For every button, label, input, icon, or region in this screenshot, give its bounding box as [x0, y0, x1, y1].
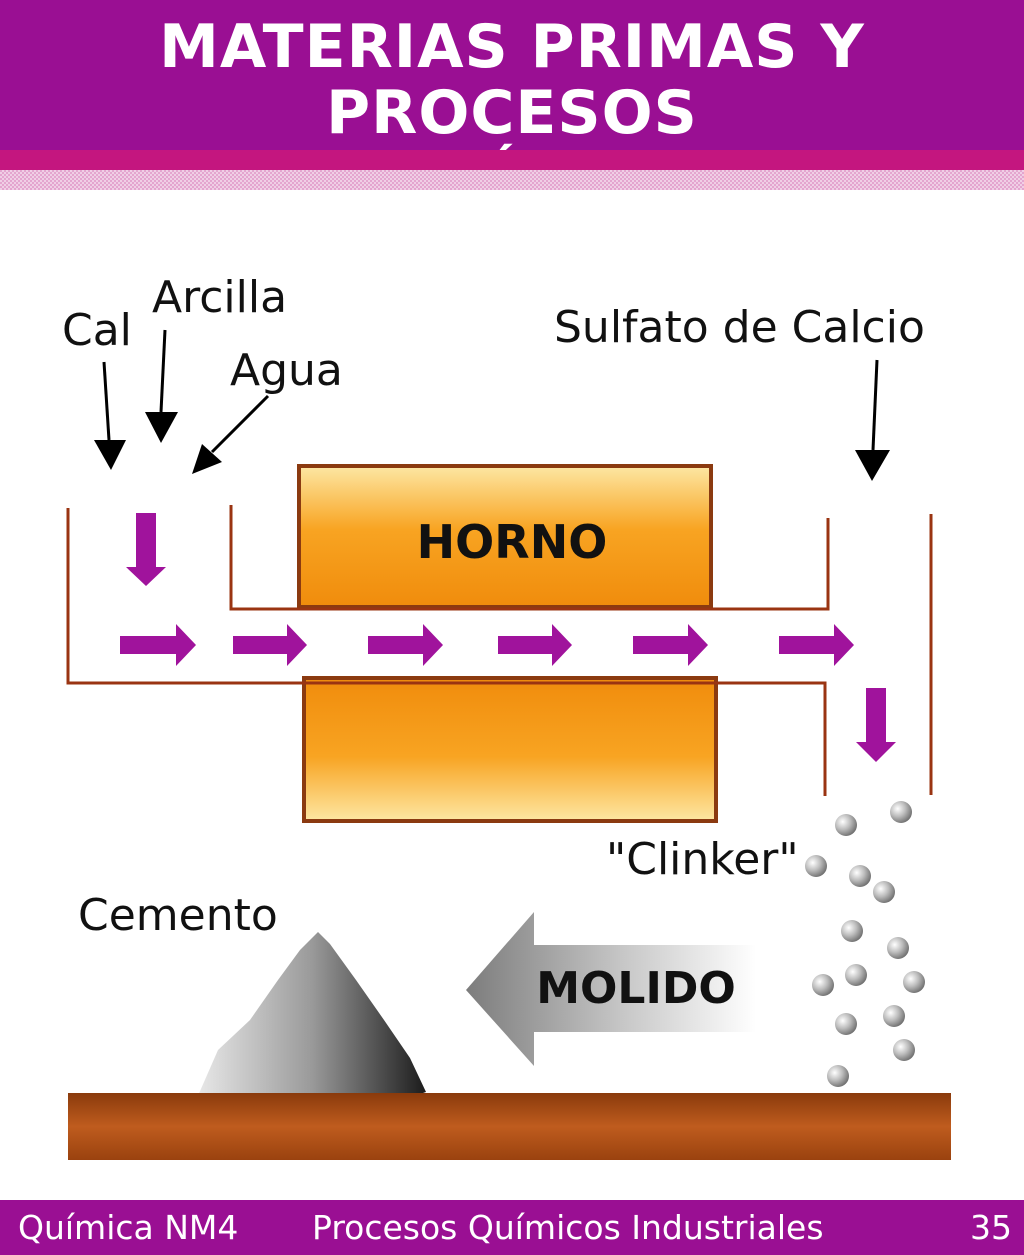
sulfato-arrow-shaft	[871, 359, 879, 451]
label-cal: Cal	[62, 305, 132, 356]
slide-header: MATERIAS PRIMAS Y PROCESOS DE OBTENCIÓN:…	[0, 0, 1024, 212]
footer-page-number: 35	[970, 1208, 1012, 1247]
arcilla-arrow-shaft	[159, 329, 167, 413]
agua-arrow-shaft	[210, 394, 270, 454]
clinker-ball	[827, 1065, 849, 1087]
cal-arrow-head-icon	[94, 440, 126, 470]
molido-label: MOLIDO	[536, 963, 736, 1014]
sulfato-arrow-head-icon	[855, 450, 890, 481]
flow-arrow-right-icon	[633, 624, 708, 666]
molido-arrow-icon	[466, 912, 756, 1066]
agua-arrow-head-icon	[192, 444, 222, 474]
floor-platform	[68, 1093, 951, 1160]
clinker-ball	[805, 855, 827, 877]
duct-lines	[66, 505, 933, 796]
clinker-ball	[893, 1039, 915, 1061]
clinker-ball	[845, 964, 867, 986]
header-dotted-band	[0, 170, 1024, 190]
flow-arrow-right-icon	[120, 624, 196, 666]
clinker-ball	[841, 920, 863, 942]
clinker-ball	[887, 937, 909, 959]
clinker-ball	[873, 881, 895, 903]
flow-arrow-right-icon	[233, 624, 307, 666]
clinker-ball	[812, 974, 834, 996]
horno-label: HORNO	[417, 515, 608, 569]
clinker-ball	[903, 971, 925, 993]
horno-upper-block	[297, 464, 713, 609]
footer-topic: Procesos Químicos Industriales	[312, 1208, 824, 1247]
flow-arrows	[120, 513, 896, 762]
clinker-ball	[835, 1013, 857, 1035]
cement-pile-icon	[197, 932, 426, 1106]
input-arrows	[94, 329, 890, 481]
title-line-1: MATERIAS PRIMAS Y PROCESOS	[159, 12, 865, 148]
label-agua: Agua	[230, 345, 343, 396]
clinker-ball	[849, 865, 871, 887]
flow-arrow-right-icon	[779, 624, 854, 666]
clinker-label: "Clinker"	[606, 834, 799, 885]
slide-footer: Química NM4 Procesos Químicos Industrial…	[0, 1200, 1024, 1255]
clinker-ball	[835, 814, 857, 836]
clinker-ball	[890, 801, 912, 823]
duct-upper-wall	[229, 505, 830, 611]
arcilla-arrow-head-icon	[145, 412, 178, 443]
flow-arrow-right-icon	[498, 624, 572, 666]
flow-arrow-right-icon	[368, 624, 443, 666]
header-band	[0, 150, 1024, 170]
cement-process-diagram: Cal Arcilla Agua Sulfato de Calcio HORNO…	[62, 272, 951, 1160]
clinker-balls	[805, 801, 925, 1087]
flow-arrow-down-icon	[126, 513, 166, 586]
duct-lower-wall	[66, 508, 827, 796]
cemento-label: Cemento	[78, 890, 278, 941]
clinker-ball	[883, 1005, 905, 1027]
footer-course: Química NM4	[18, 1208, 239, 1247]
horno-lower-block	[302, 676, 718, 823]
label-arcilla: Arcilla	[152, 272, 287, 323]
flow-arrow-down-icon	[856, 688, 896, 762]
cal-arrow-shaft	[102, 361, 111, 441]
label-sulfato-de-calcio: Sulfato de Calcio	[554, 302, 925, 353]
